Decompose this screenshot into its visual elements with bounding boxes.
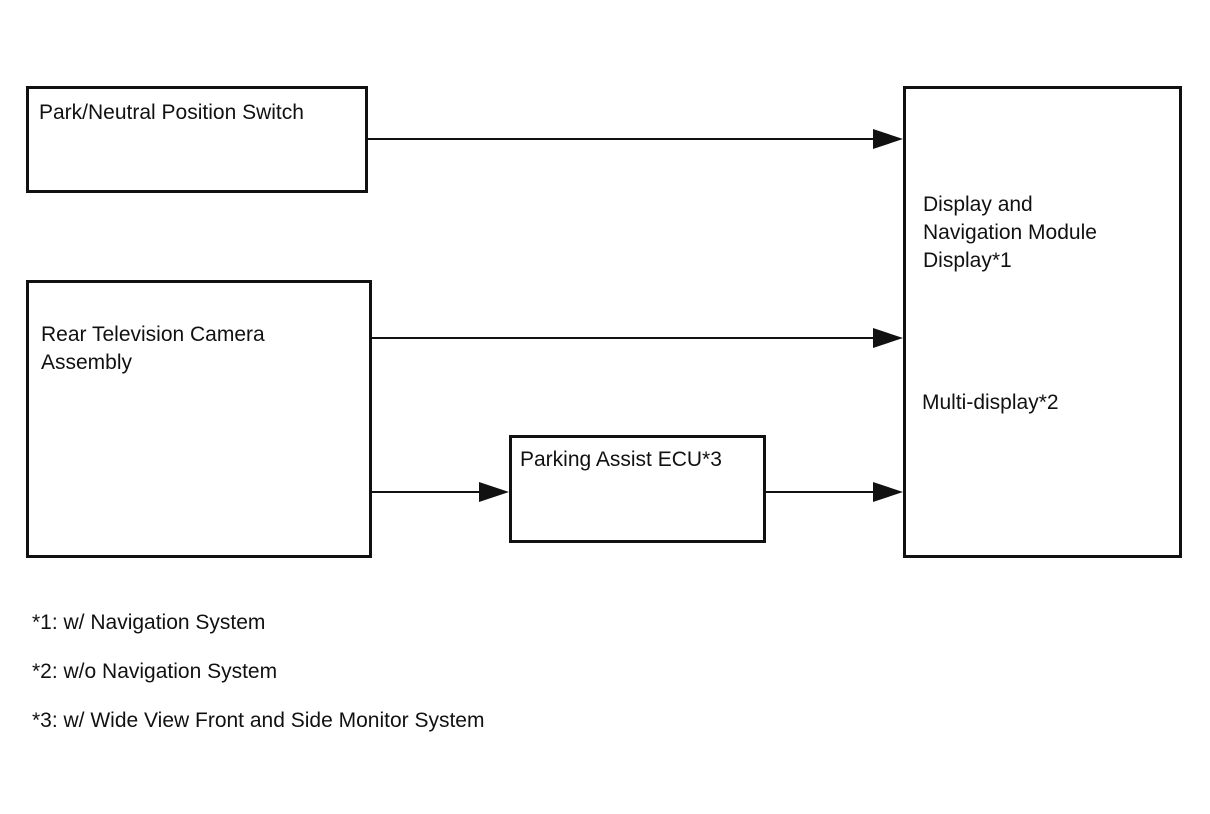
footnote-2: *2: w/o Navigation System bbox=[32, 660, 278, 683]
arrowhead-park-switch-to-display bbox=[873, 129, 903, 149]
display-module-label-line2: Navigation Module bbox=[923, 221, 1097, 244]
parking-assist-ecu-box: Parking Assist ECU*3 bbox=[509, 435, 766, 543]
display-module-label-line3: Display*1 bbox=[923, 249, 1012, 272]
footnote-1: *1: w/ Navigation System bbox=[32, 611, 266, 634]
rear-camera-label-line1: Rear Television Camera bbox=[41, 323, 265, 346]
arrowhead-ecu-to-display bbox=[873, 482, 903, 502]
display-module-label-line1: Display and bbox=[923, 193, 1033, 216]
park-neutral-switch-label: Park/Neutral Position Switch bbox=[39, 101, 304, 124]
rear-camera-box: Rear Television Camera Assembly bbox=[26, 280, 372, 558]
parking-assist-ecu-label: Parking Assist ECU*3 bbox=[520, 448, 722, 471]
arrowhead-camera-to-ecu bbox=[479, 482, 509, 502]
display-module-label: Display and Navigation Module Display*1 bbox=[923, 191, 1097, 275]
park-neutral-switch-box: Park/Neutral Position Switch bbox=[26, 86, 368, 193]
rear-camera-label-line2: Assembly bbox=[41, 351, 133, 374]
multi-display-label: Multi-display*2 bbox=[922, 391, 1059, 414]
rear-camera-label: Rear Television Camera Assembly bbox=[41, 321, 265, 377]
footnote-3: *3: w/ Wide View Front and Side Monitor … bbox=[32, 709, 485, 732]
display-module-box: Display and Navigation Module Display*1 … bbox=[903, 86, 1182, 558]
arrowhead-camera-to-display bbox=[873, 328, 903, 348]
